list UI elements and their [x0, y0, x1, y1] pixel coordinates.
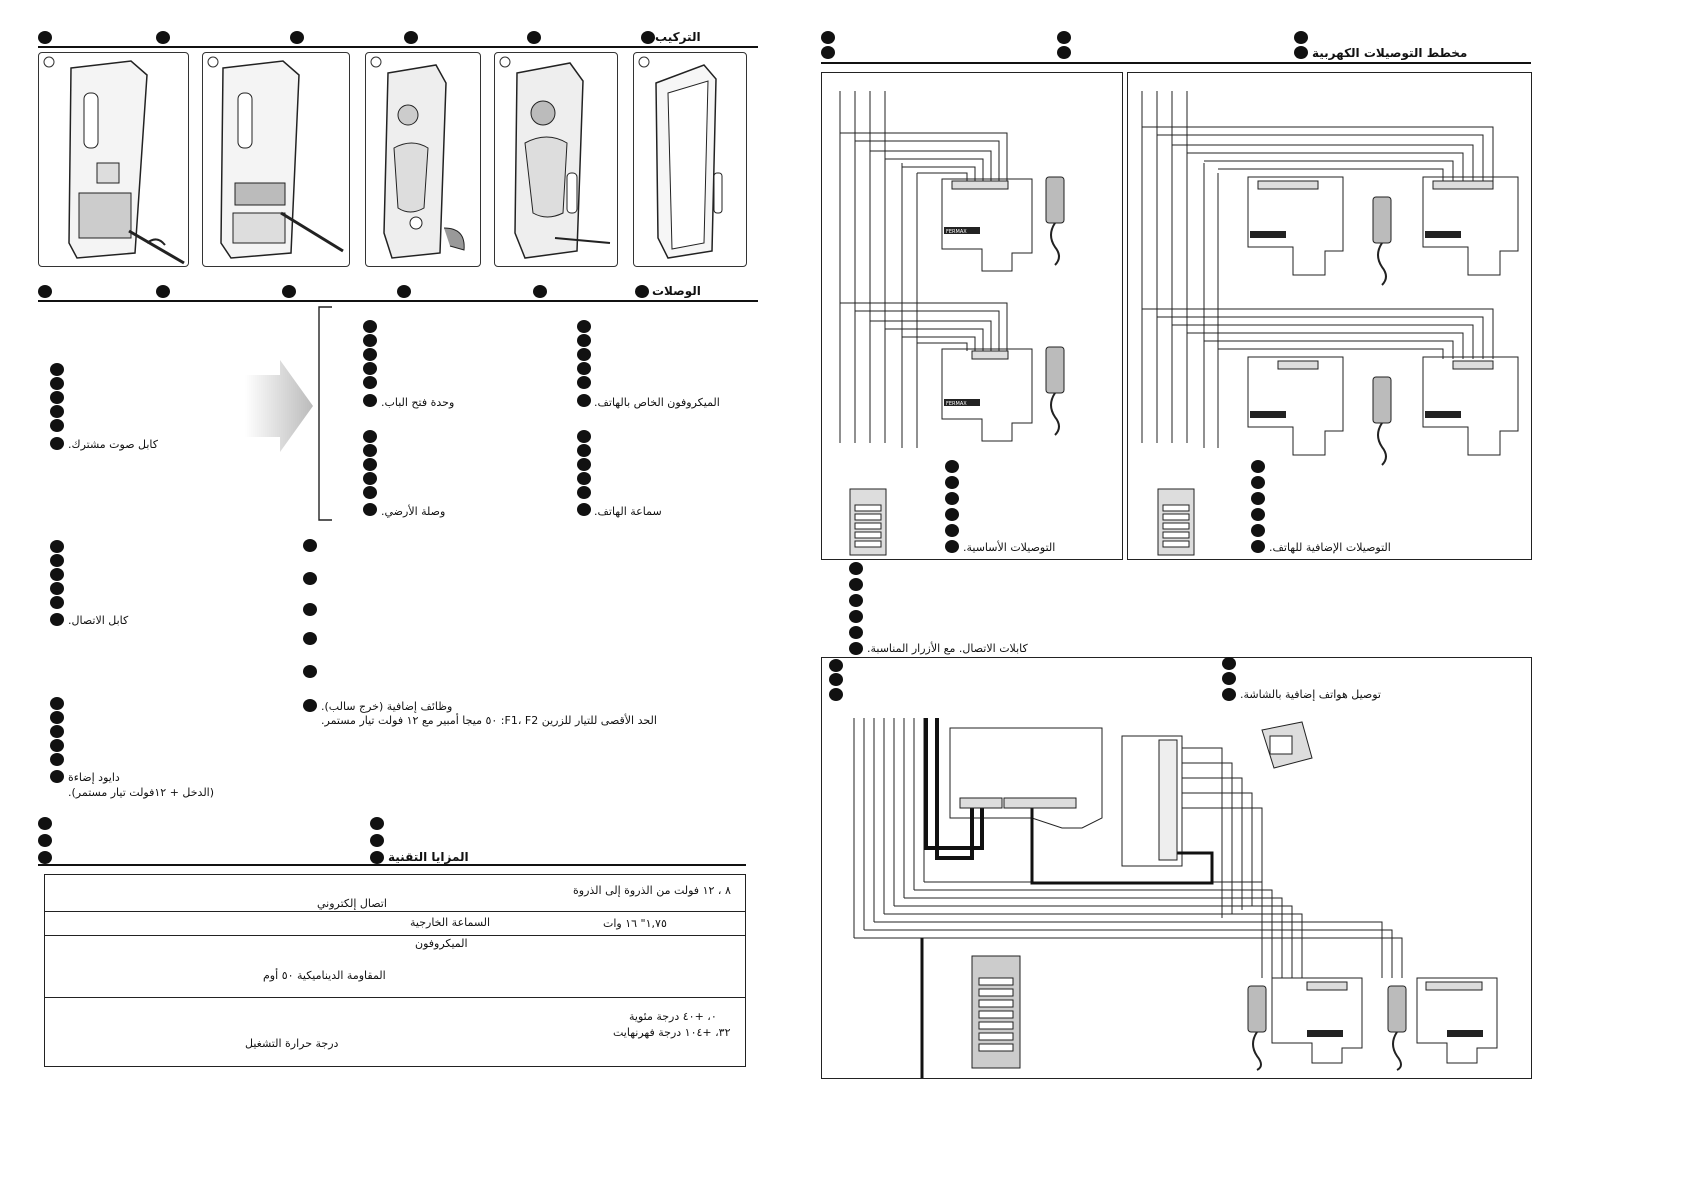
svg-text:FERMAX: FERMAX	[946, 401, 967, 407]
install-step-1-image	[38, 52, 189, 267]
spec-temp-c: ٠، +٤٠ درجة مئوية	[629, 1010, 717, 1023]
diode-note: (الدخل + ١٢فولت تيار مستمر).	[68, 786, 215, 799]
install-title: التركيب	[655, 30, 701, 44]
svg-text:FERMAX: FERMAX	[946, 229, 967, 235]
cable-label: كابل الاتصال.	[68, 614, 129, 627]
additional-connections-label: التوصيلات الإضافية للهاتف.	[1269, 541, 1391, 554]
arrow-icon	[245, 360, 313, 452]
spec-temp-f: ٣٢، +١٠٤ درجة فهرنهايت	[613, 1026, 731, 1039]
install-step-2-image	[202, 52, 350, 267]
basic-connections-diagram: FERMAX FERMAX	[821, 72, 1123, 560]
common-audio-label: كابل صوت مشترك.	[68, 438, 159, 451]
install-step-5-image	[633, 52, 747, 267]
spec-electronic: اتصال إلكتروني	[317, 897, 387, 910]
wiring-title: مخطط التوصيلات الكهربية	[1312, 46, 1468, 60]
specs-table: ٨ ، ١٢ فولت من الذروة إلى الذروة اتصال إ…	[44, 874, 746, 1067]
spec-microphone: الميكروفون	[415, 937, 468, 950]
screen-connection-diagram	[821, 657, 1532, 1079]
basic-connections-label: التوصيلات الأساسية.	[963, 541, 1056, 554]
max-current-label: الحد الأقصى للتيار للزرين F1، F2: ٥٠ ميج…	[321, 714, 657, 727]
door-unit-label: وحدة فتح الباب.	[381, 396, 455, 409]
mic-label: الميكروفون الخاص بالهاتف.	[594, 396, 720, 409]
bracket	[318, 306, 332, 521]
install-step-3-image	[365, 52, 481, 267]
spec-voltage: ٨ ، ١٢ فولت من الذروة إلى الذروة	[573, 884, 731, 897]
diode-label: دايود إضاءة	[68, 771, 120, 784]
spec-speaker-value: ١,٧٥" ١٦ وات	[603, 917, 667, 930]
spec-operating-temp: درجة حرارة التشغيل	[245, 1037, 339, 1050]
specs-title: المزايا التقنية	[388, 850, 469, 864]
connections-title: الوصلات	[652, 284, 701, 298]
extra-functions-label: وظائف إضافية (خرج سالب).	[321, 700, 453, 713]
install-step-4-image	[494, 52, 618, 267]
ground-label: وصلة الأرضي.	[381, 505, 446, 518]
cables-label: كابلات الاتصال. مع الأزرار المناسبة.	[867, 642, 1028, 655]
speaker-label: سماعة الهاتف.	[594, 505, 662, 518]
additional-connections-diagram	[1127, 72, 1532, 560]
screen-connection-label: توصيل هواتف إضافية بالشاشة.	[1240, 688, 1381, 701]
spec-impedance: المقاومة الديناميكية ٥٠ أوم	[263, 969, 386, 982]
spec-external-speaker: السماعة الخارجية	[410, 916, 491, 929]
